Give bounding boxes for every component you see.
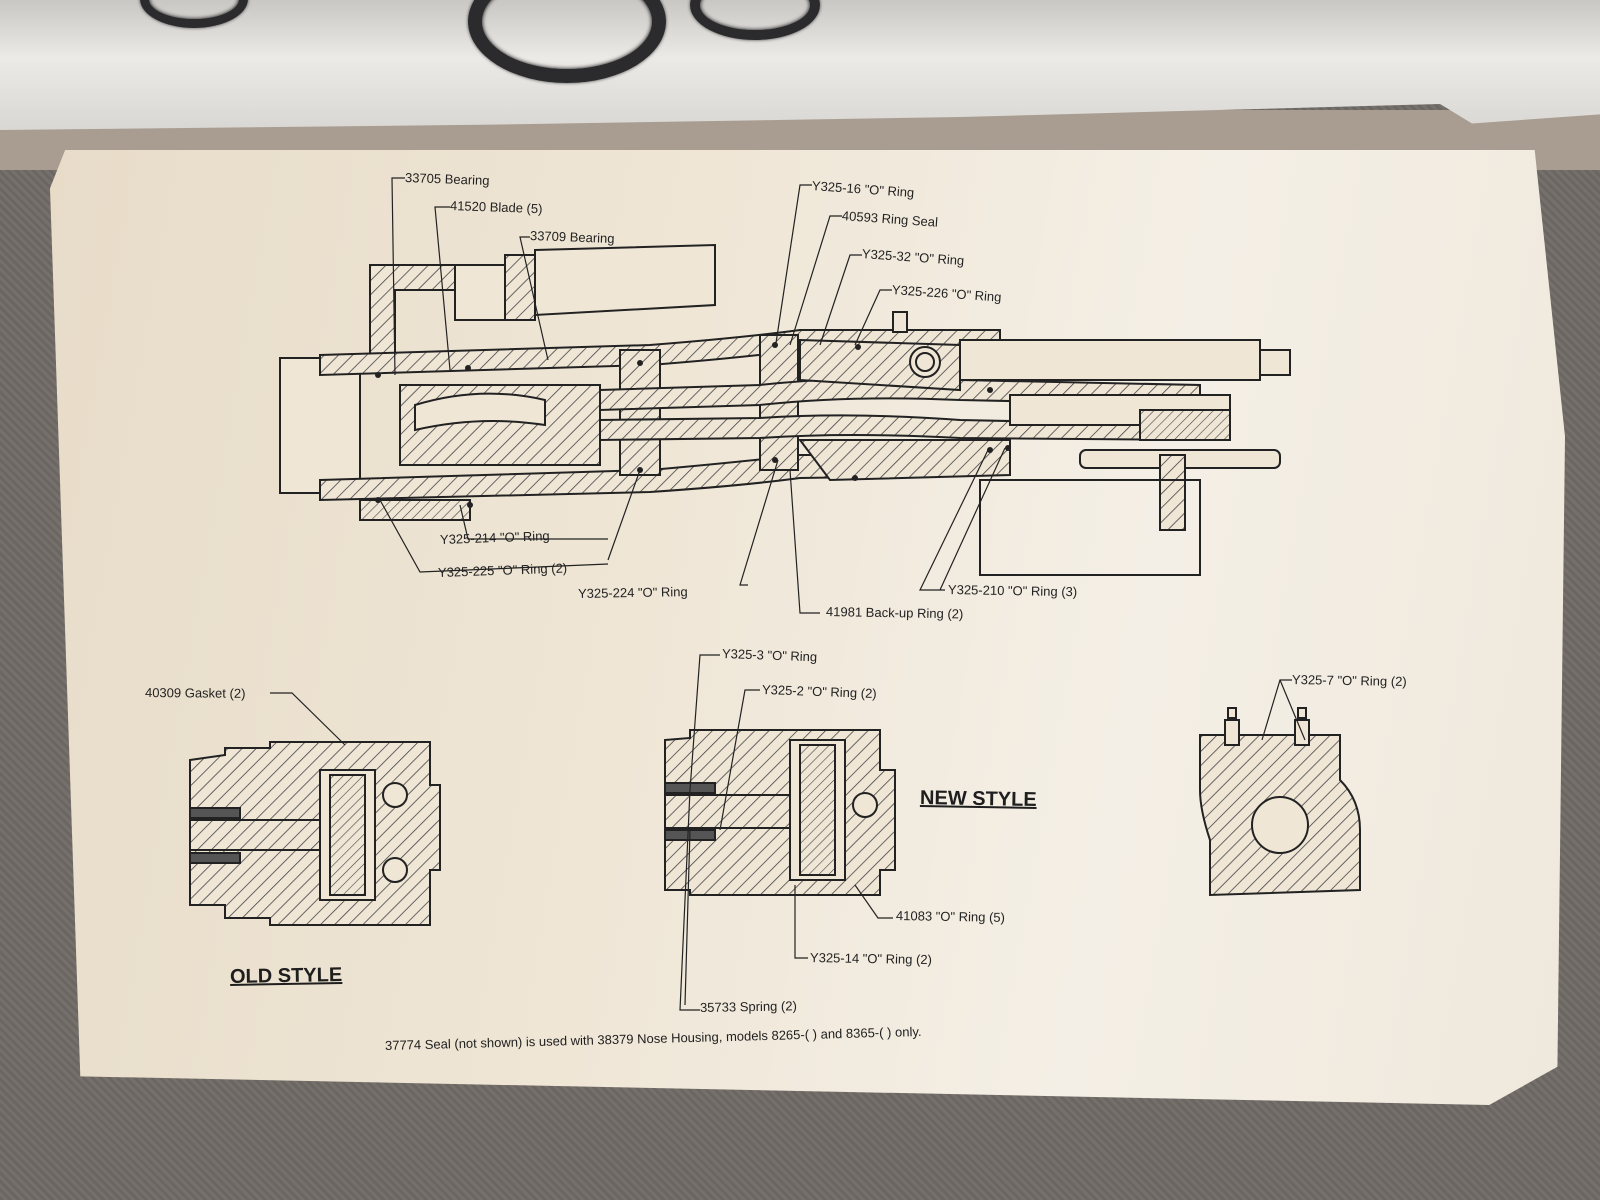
label-35733-spring: 35733 Spring (2) xyxy=(699,998,797,1015)
parts-diagram-sheet xyxy=(50,150,1565,1105)
label-y325-14-o-ring: Y325-14 "O" Ring (2) xyxy=(809,950,933,968)
label-41083-o-ring: 41083 "O" Ring (5) xyxy=(895,908,1006,925)
new-style-valve-block xyxy=(664,729,896,896)
new-style-title: NEW STYLE xyxy=(919,786,1037,812)
old-style-title: OLD STYLE xyxy=(229,964,343,988)
label-41981-back-up-ring: 41981 Back-up Ring (2) xyxy=(825,604,964,622)
label-33709-bearing: 33709 Bearing xyxy=(529,228,615,246)
label-41520-blade: 41520 Blade (5) xyxy=(449,198,543,217)
leader-lines-new-style xyxy=(679,654,893,1011)
label-y325-7-o-ring: Y325-7 "O" Ring (2) xyxy=(1291,672,1407,690)
label-y325-224-o-ring: Y325-224 "O" Ring xyxy=(577,584,688,601)
label-40309-gasket: 40309 Gasket (2) xyxy=(144,685,246,701)
old-style-valve-block xyxy=(189,741,441,926)
label-y325-210-o-ring: Y325-210 "O" Ring (3) xyxy=(947,582,1078,600)
label-33705-bearing: 33705 Bearing xyxy=(404,170,490,188)
leader-lines-top xyxy=(379,177,1006,614)
motor-assembly-section xyxy=(279,243,1291,576)
valve-end-view xyxy=(1199,707,1361,897)
